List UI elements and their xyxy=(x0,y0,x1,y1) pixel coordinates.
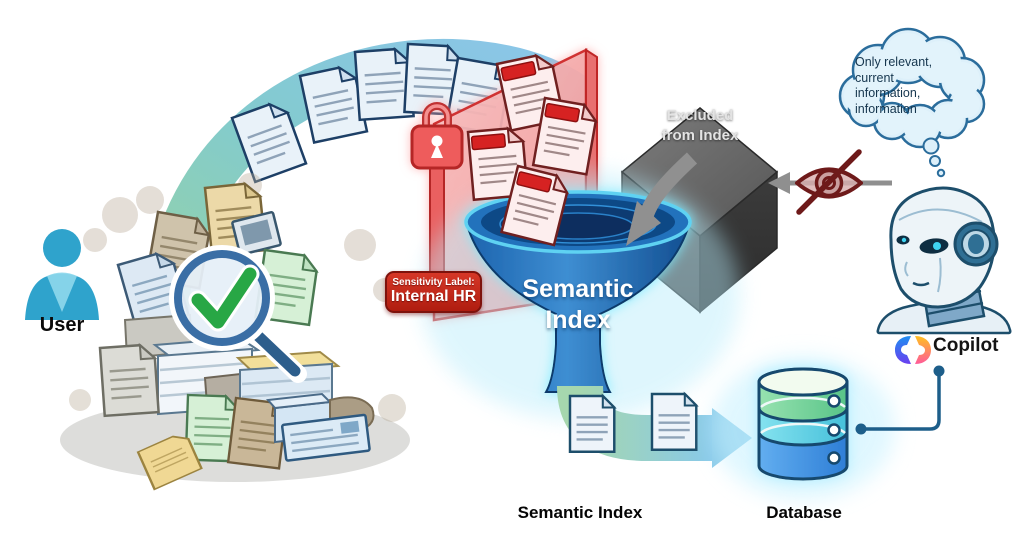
thought-cloud-icon xyxy=(838,27,986,178)
cloud-line: current xyxy=(855,70,894,85)
hidden-eye-icon xyxy=(795,149,863,215)
caption-database: Database xyxy=(766,503,842,522)
sensitivity-label-title: Sensitivity Label: xyxy=(392,277,475,288)
lying-document xyxy=(280,413,371,462)
copilot-logo-icon xyxy=(895,336,931,364)
funnel-label-line1: Semantic xyxy=(522,275,634,303)
user-icon xyxy=(25,229,99,320)
cloud-line: Only relevant, xyxy=(855,55,933,69)
cube-label-line1: Excluded xyxy=(666,107,734,124)
thought-cloud-text: Only relevant, current information, info… xyxy=(855,55,955,117)
sensitivity-label-badge: Sensitivity Label: Internal HR xyxy=(385,271,482,313)
flow-documents xyxy=(568,392,698,453)
arrow-left-head xyxy=(768,172,790,194)
cube-label: Excluded from Index xyxy=(625,106,775,146)
database-icon xyxy=(757,367,849,481)
cloud-line: information xyxy=(855,101,917,116)
documents-pile xyxy=(60,173,410,491)
cube-label-line2: from Index xyxy=(661,127,739,144)
photo-document xyxy=(231,211,282,256)
user-label: User xyxy=(39,314,85,336)
padlock-icon xyxy=(410,102,464,170)
magnifier-check-icon xyxy=(169,245,307,383)
curved-arrow xyxy=(626,152,698,246)
hidden-eye-group xyxy=(768,149,892,215)
copilot-label: Copilot xyxy=(933,335,999,356)
cloud-line: information, xyxy=(855,86,921,100)
robot-icon xyxy=(876,186,1012,335)
caption-semantic-index: Semantic Index xyxy=(517,503,643,522)
copilot-connector xyxy=(855,365,945,435)
funnel-label-line2: Index xyxy=(545,306,611,334)
sensitivity-label-value: Internal HR xyxy=(390,288,477,305)
funnel-label: Semantic Index xyxy=(478,274,678,336)
red-documents xyxy=(466,51,600,247)
